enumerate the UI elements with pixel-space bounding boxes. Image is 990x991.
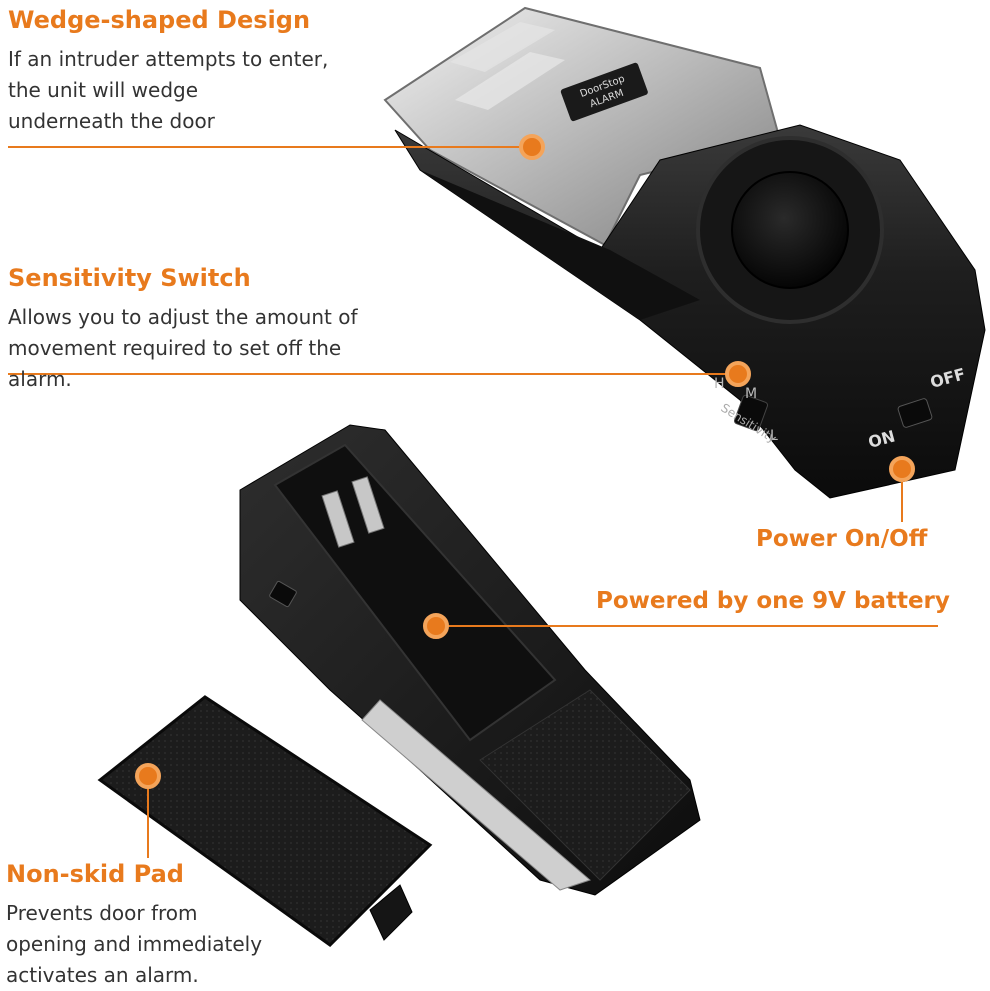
speaker: [731, 171, 849, 289]
side-switch: [269, 580, 297, 608]
power-switch-title: Power On/Off: [756, 526, 928, 552]
power-switch: [897, 398, 933, 428]
metal-edge: [361, 699, 591, 891]
sensitivity-switch-description: Allows you to adjust the amount of movem…: [8, 305, 358, 391]
battery-contact: [351, 476, 385, 534]
battery-dot: [423, 613, 449, 639]
textured-panel: [479, 689, 691, 881]
wedge-design-title: Wedge-shaped Design: [8, 6, 311, 34]
wedge-design-description: If an intruder attempts to enter, the un…: [8, 47, 329, 133]
battery-contact: [321, 490, 355, 548]
sensitivity-switch-title: Sensitivity Switch: [8, 264, 251, 292]
non-skid-pad-description: Prevents door from opening and immediate…: [6, 901, 263, 987]
sensitivity-dot: [725, 361, 751, 387]
switch-label-m: M: [745, 386, 757, 402]
open-alarm: [239, 424, 701, 896]
battery-title: Powered by one 9V battery: [596, 588, 950, 614]
alarm-body: [394, 124, 986, 499]
sensitivity-switch: [733, 394, 769, 432]
switch-label-l: L: [770, 428, 778, 444]
wedge-dot: [519, 134, 545, 160]
power-dot: [889, 456, 915, 482]
non-skid-pad-cover: [97, 695, 433, 947]
assembled-alarm: DoorStop ALARM H M L Sensitivity ON OFF: [383, 6, 986, 499]
switch-label-h: H: [714, 376, 725, 392]
pad-dot: [135, 763, 161, 789]
non-skid-pad-title: Non-skid Pad: [6, 860, 184, 888]
callout-lines: [8, 134, 938, 858]
